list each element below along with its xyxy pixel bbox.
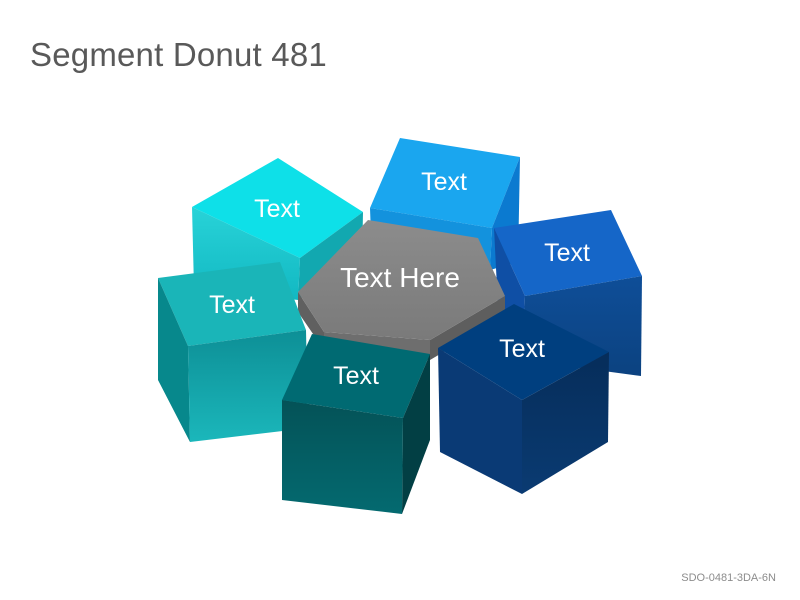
segment-dark-teal-front xyxy=(282,400,403,514)
segment-dark-teal-top xyxy=(282,334,430,418)
segment-royal-blue-top xyxy=(494,210,642,296)
segment-navy-left xyxy=(438,348,522,494)
segment-dark-teal-right xyxy=(402,354,430,514)
center-hexagon-top xyxy=(298,220,505,340)
segment-sky-blue-label: Text xyxy=(421,168,467,196)
segment-sky-blue-top xyxy=(370,138,520,228)
segment-navy-label: Text xyxy=(499,335,545,363)
segment-navy-right xyxy=(522,352,609,494)
segment-bright-cyan-top xyxy=(192,158,363,258)
segment-teal-left xyxy=(158,278,190,442)
segment-teal xyxy=(158,262,308,442)
footer-code: SDO-0481-3DA-6N xyxy=(681,572,776,584)
segment-teal-front xyxy=(188,330,308,442)
center-label: Text Here xyxy=(340,262,460,293)
segment-dark-teal-label: Text xyxy=(333,362,379,390)
segment-bright-cyan-label: Text xyxy=(254,195,300,223)
segment-navy-top xyxy=(438,304,609,400)
segment-dark-teal xyxy=(282,334,430,514)
segment-royal-blue-label: Text xyxy=(544,239,590,267)
segment-teal-label: Text xyxy=(209,291,255,319)
page-title: Segment Donut 481 xyxy=(30,36,327,73)
segment-teal-top xyxy=(158,262,306,346)
segment-navy xyxy=(438,304,609,494)
